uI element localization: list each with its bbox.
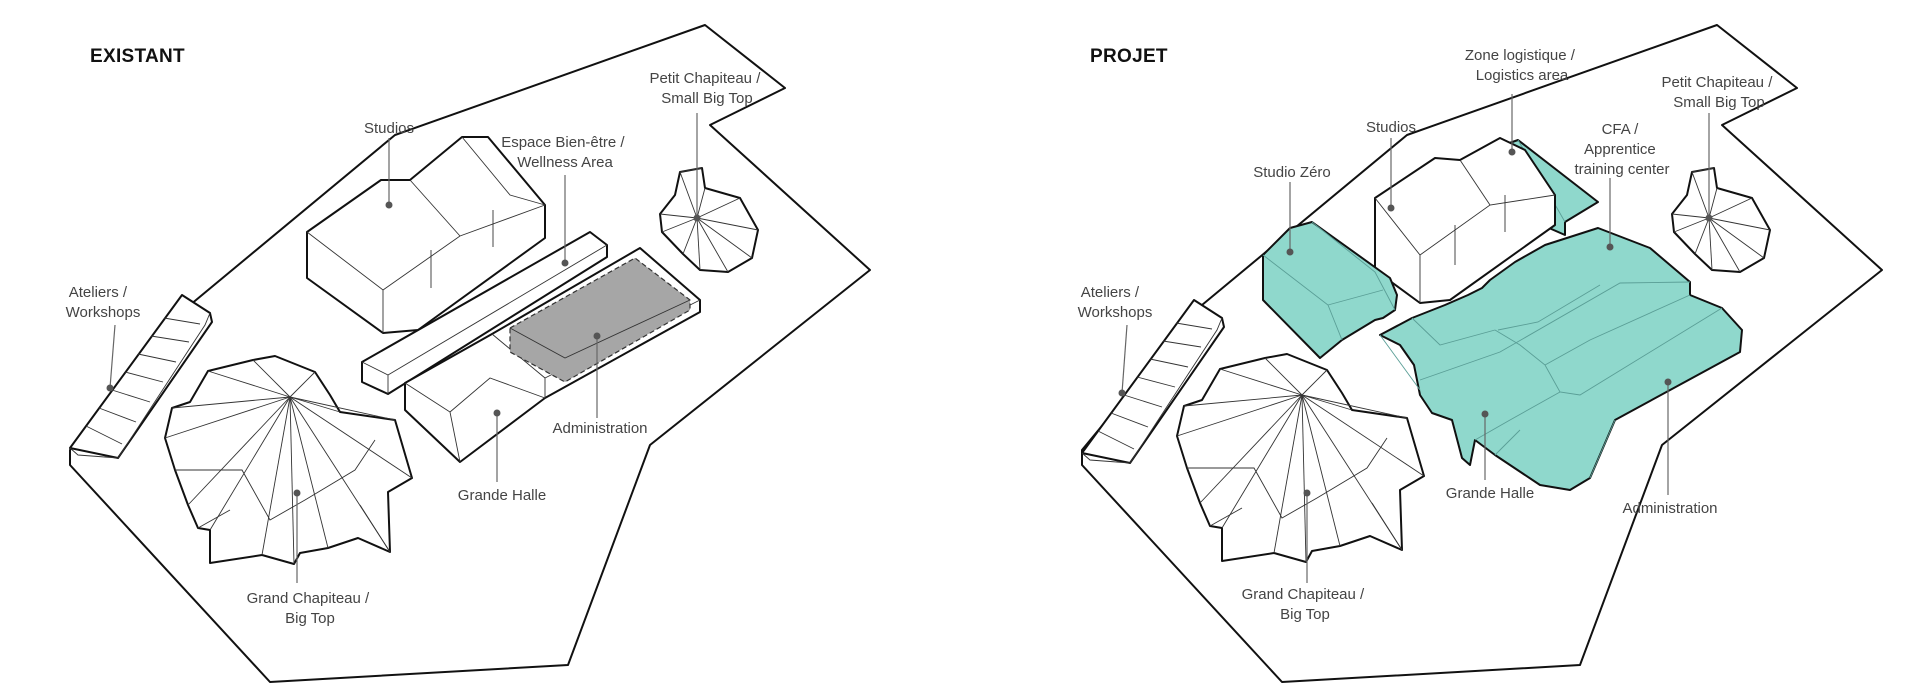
studios-building-existant <box>306 136 546 334</box>
leader-lines-existant <box>106 113 701 583</box>
panel-title-existant: EXISTANT <box>90 46 185 67</box>
leader-lines-projet <box>1118 94 1713 583</box>
label-ateliers-projet: Ateliers / Workshops <box>1078 284 1153 321</box>
label-administration-projet: Administration <box>1622 500 1717 517</box>
label-small-top-existant: Petit Chapiteau / Small Big Top <box>649 70 764 107</box>
label-studios-existant: Studios <box>364 120 414 137</box>
label-grande-halle-existant: Grande Halle <box>458 487 546 504</box>
small-top-building-existant <box>659 167 759 273</box>
existant-diagram: EXISTANT Studios Espace Bien-être / Well… <box>66 24 871 683</box>
site-boundary-projet <box>1081 24 1883 683</box>
label-logistics-projet: Zone logistique / Logistics area <box>1465 47 1579 84</box>
label-administration-existant: Administration <box>552 420 647 437</box>
projet-diagram: PROJET Zone logistique / Logistics area … <box>1078 24 1883 683</box>
big-top-building-projet <box>1176 353 1425 563</box>
wellness-building-existant <box>361 231 608 395</box>
label-wellness-existant: Espace Bien-être / Wellness Area <box>501 134 629 171</box>
label-ateliers-existant: Ateliers / Workshops <box>66 284 141 321</box>
label-grande-halle-projet: Grande Halle <box>1446 485 1534 502</box>
label-cfa-projet: CFA / Apprentice training center <box>1574 121 1669 178</box>
label-big-top-projet: Grand Chapiteau / Big Top <box>1242 586 1369 623</box>
halle-admin-building-existant <box>404 247 701 463</box>
label-small-top-projet: Petit Chapiteau / Small Big Top <box>1661 74 1776 111</box>
studios-building-projet <box>1374 137 1556 304</box>
small-top-building-projet <box>1671 167 1771 273</box>
label-studio-zero-projet: Studio Zéro <box>1253 164 1331 181</box>
label-studios-projet: Studios <box>1366 119 1416 136</box>
studio-zero-building-projet <box>1262 221 1398 359</box>
label-big-top-existant: Grand Chapiteau / Big Top <box>247 590 374 627</box>
site-boundary-existant <box>69 24 871 683</box>
panel-title-projet: PROJET <box>1090 46 1168 67</box>
cfa-halle-admin-building-projet <box>1379 227 1743 491</box>
administration-highlight-existant <box>509 257 691 383</box>
